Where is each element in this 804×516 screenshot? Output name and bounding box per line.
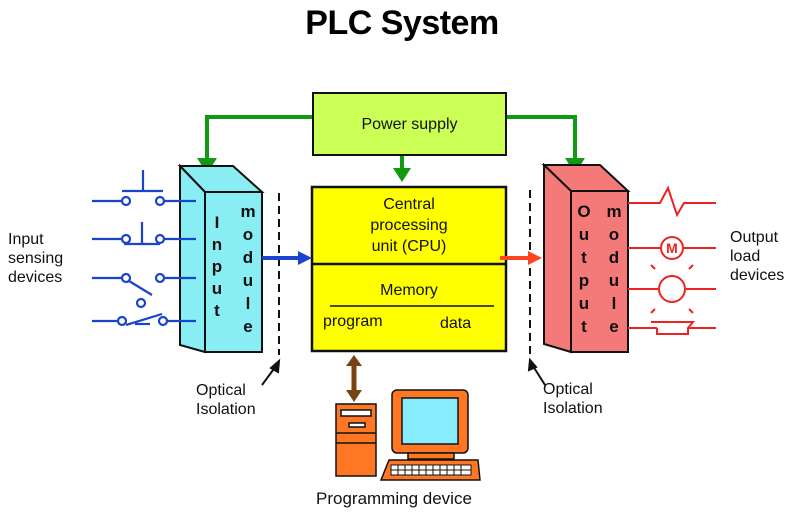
nc-contact-icon <box>92 312 196 327</box>
programming-device-label: Programming device <box>316 489 472 508</box>
isolation-left-label: Optical Isolation <box>196 382 256 418</box>
output-module <box>541 162 631 354</box>
power-supply-label: Power supply <box>361 116 458 133</box>
heater-icon <box>628 185 716 218</box>
input-module <box>177 163 265 354</box>
input-devices <box>92 170 196 327</box>
cpu-label-line2: processing <box>370 217 448 234</box>
programming-link-arrow <box>346 355 362 402</box>
output-module-side <box>543 162 572 354</box>
motor-symbol-label: M <box>666 240 678 256</box>
input-to-cpu-arrow <box>262 251 312 265</box>
computer-tower-icon <box>335 403 377 477</box>
cpu-label-line3: unit (CPU) <box>371 238 447 255</box>
power-arrowheads <box>197 158 585 182</box>
output-devices-label: Output load devices <box>730 229 785 284</box>
horn-icon <box>628 321 716 335</box>
power-wire-output <box>507 115 577 160</box>
keyboard-icon <box>379 459 481 481</box>
computer-monitor-icon <box>391 389 469 460</box>
output-module-word-module: m o d u l e <box>606 202 622 336</box>
motor-icon <box>628 236 716 260</box>
pushbutton-no-icon <box>92 170 196 207</box>
lamp-icon <box>628 264 716 314</box>
input-devices-label: Input sensing devices <box>8 231 64 286</box>
output-module-front <box>570 190 629 353</box>
arrowhead-to-cpu <box>393 168 411 182</box>
input-module-word-module: m o d u l e <box>240 202 256 336</box>
output-devices <box>628 185 716 335</box>
memory-program-label: program <box>323 313 383 330</box>
diagram-title: PLC System <box>305 4 499 42</box>
isolation-right-label: Optical Isolation <box>543 381 603 417</box>
isolation-pointers <box>261 357 546 386</box>
cpu-label-line1: Central <box>383 196 435 213</box>
power-wire-input <box>205 115 312 160</box>
input-module-front <box>204 191 263 353</box>
pushbutton-nc-icon <box>92 222 196 246</box>
input-module-word-input: I n p u t <box>211 213 223 320</box>
cpu-label: Central processing unit (CPU) <box>312 194 506 257</box>
limit-switch-icon <box>92 272 196 309</box>
power-supply-box <box>312 92 507 156</box>
cpu-to-output-arrow <box>500 251 542 265</box>
memory-data-label: data <box>440 315 472 332</box>
memory-label: Memory <box>380 282 438 299</box>
cpu-box <box>310 185 508 353</box>
input-module-side <box>179 163 206 354</box>
output-module-word-output: O u t p u t <box>577 202 591 336</box>
